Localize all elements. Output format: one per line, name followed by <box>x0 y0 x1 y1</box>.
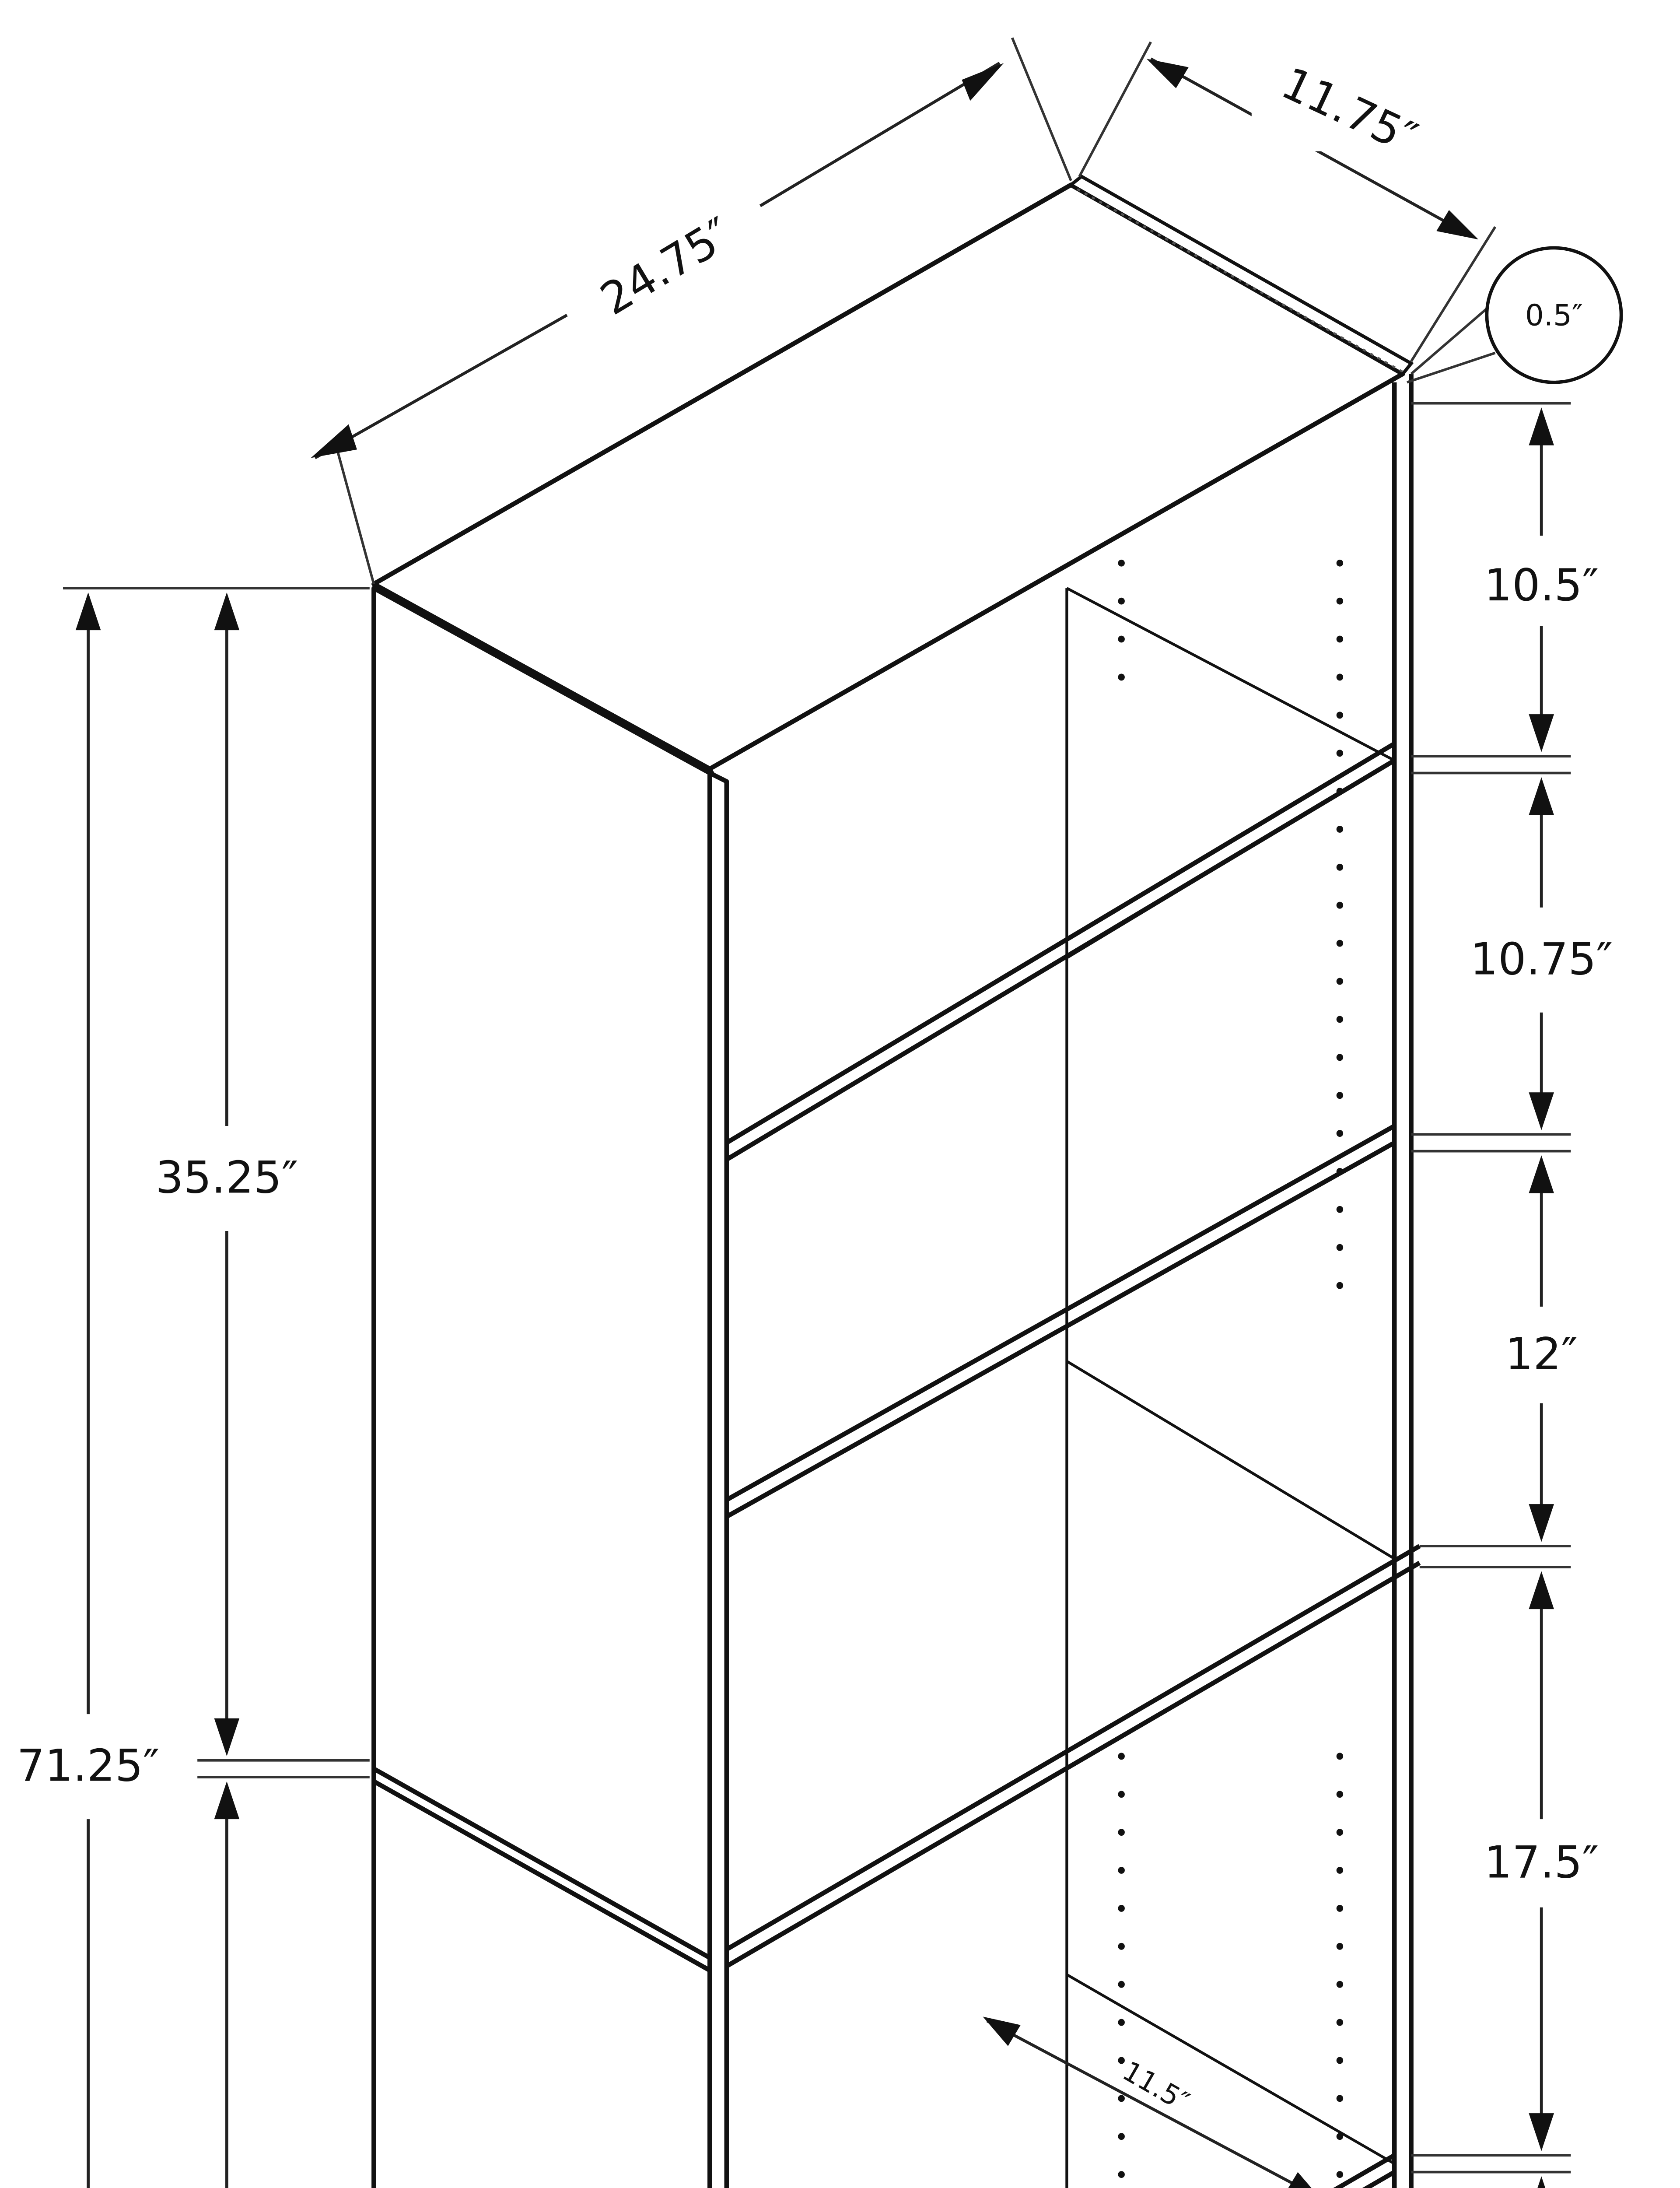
shelves <box>725 587 1421 2188</box>
label-spacing-2: 10.75″ <box>1470 933 1613 985</box>
label-spacing-4: 17.5″ <box>1484 1837 1599 1888</box>
dimension-shelf-spacings: 10.5″ 10.75″ 12″ 17.5″ 16.25″ <box>1411 402 1613 2188</box>
left-side-front-edge <box>707 771 729 2188</box>
shelf-pin-holes <box>1118 559 1344 2188</box>
label-top-width: 24.75″ <box>592 207 741 325</box>
dimension-top-depth: 11.75″ <box>1078 41 1497 362</box>
callout-board-thickness: 0.5″ <box>1407 246 1623 384</box>
top-edge-band-back <box>1068 174 1414 376</box>
label-spacing-1: 10.5″ <box>1484 559 1599 611</box>
label-board-thickness: 0.5″ <box>1525 298 1583 332</box>
left-side-panel <box>371 586 712 2188</box>
dimension-shelf-depth: 11.5″ <box>983 2016 1312 2188</box>
dimension-heights: 71.25″ 35.25″ 36″ <box>17 587 370 2188</box>
label-shelf-depth: 11.5″ <box>1117 2055 1195 2118</box>
bookcase-drawing <box>371 174 1421 2188</box>
label-spacing-3: 12″ <box>1505 1328 1578 1380</box>
label-upper-height: 35.25″ <box>155 1152 298 1203</box>
label-overall-height: 71.25″ <box>17 1740 159 1792</box>
